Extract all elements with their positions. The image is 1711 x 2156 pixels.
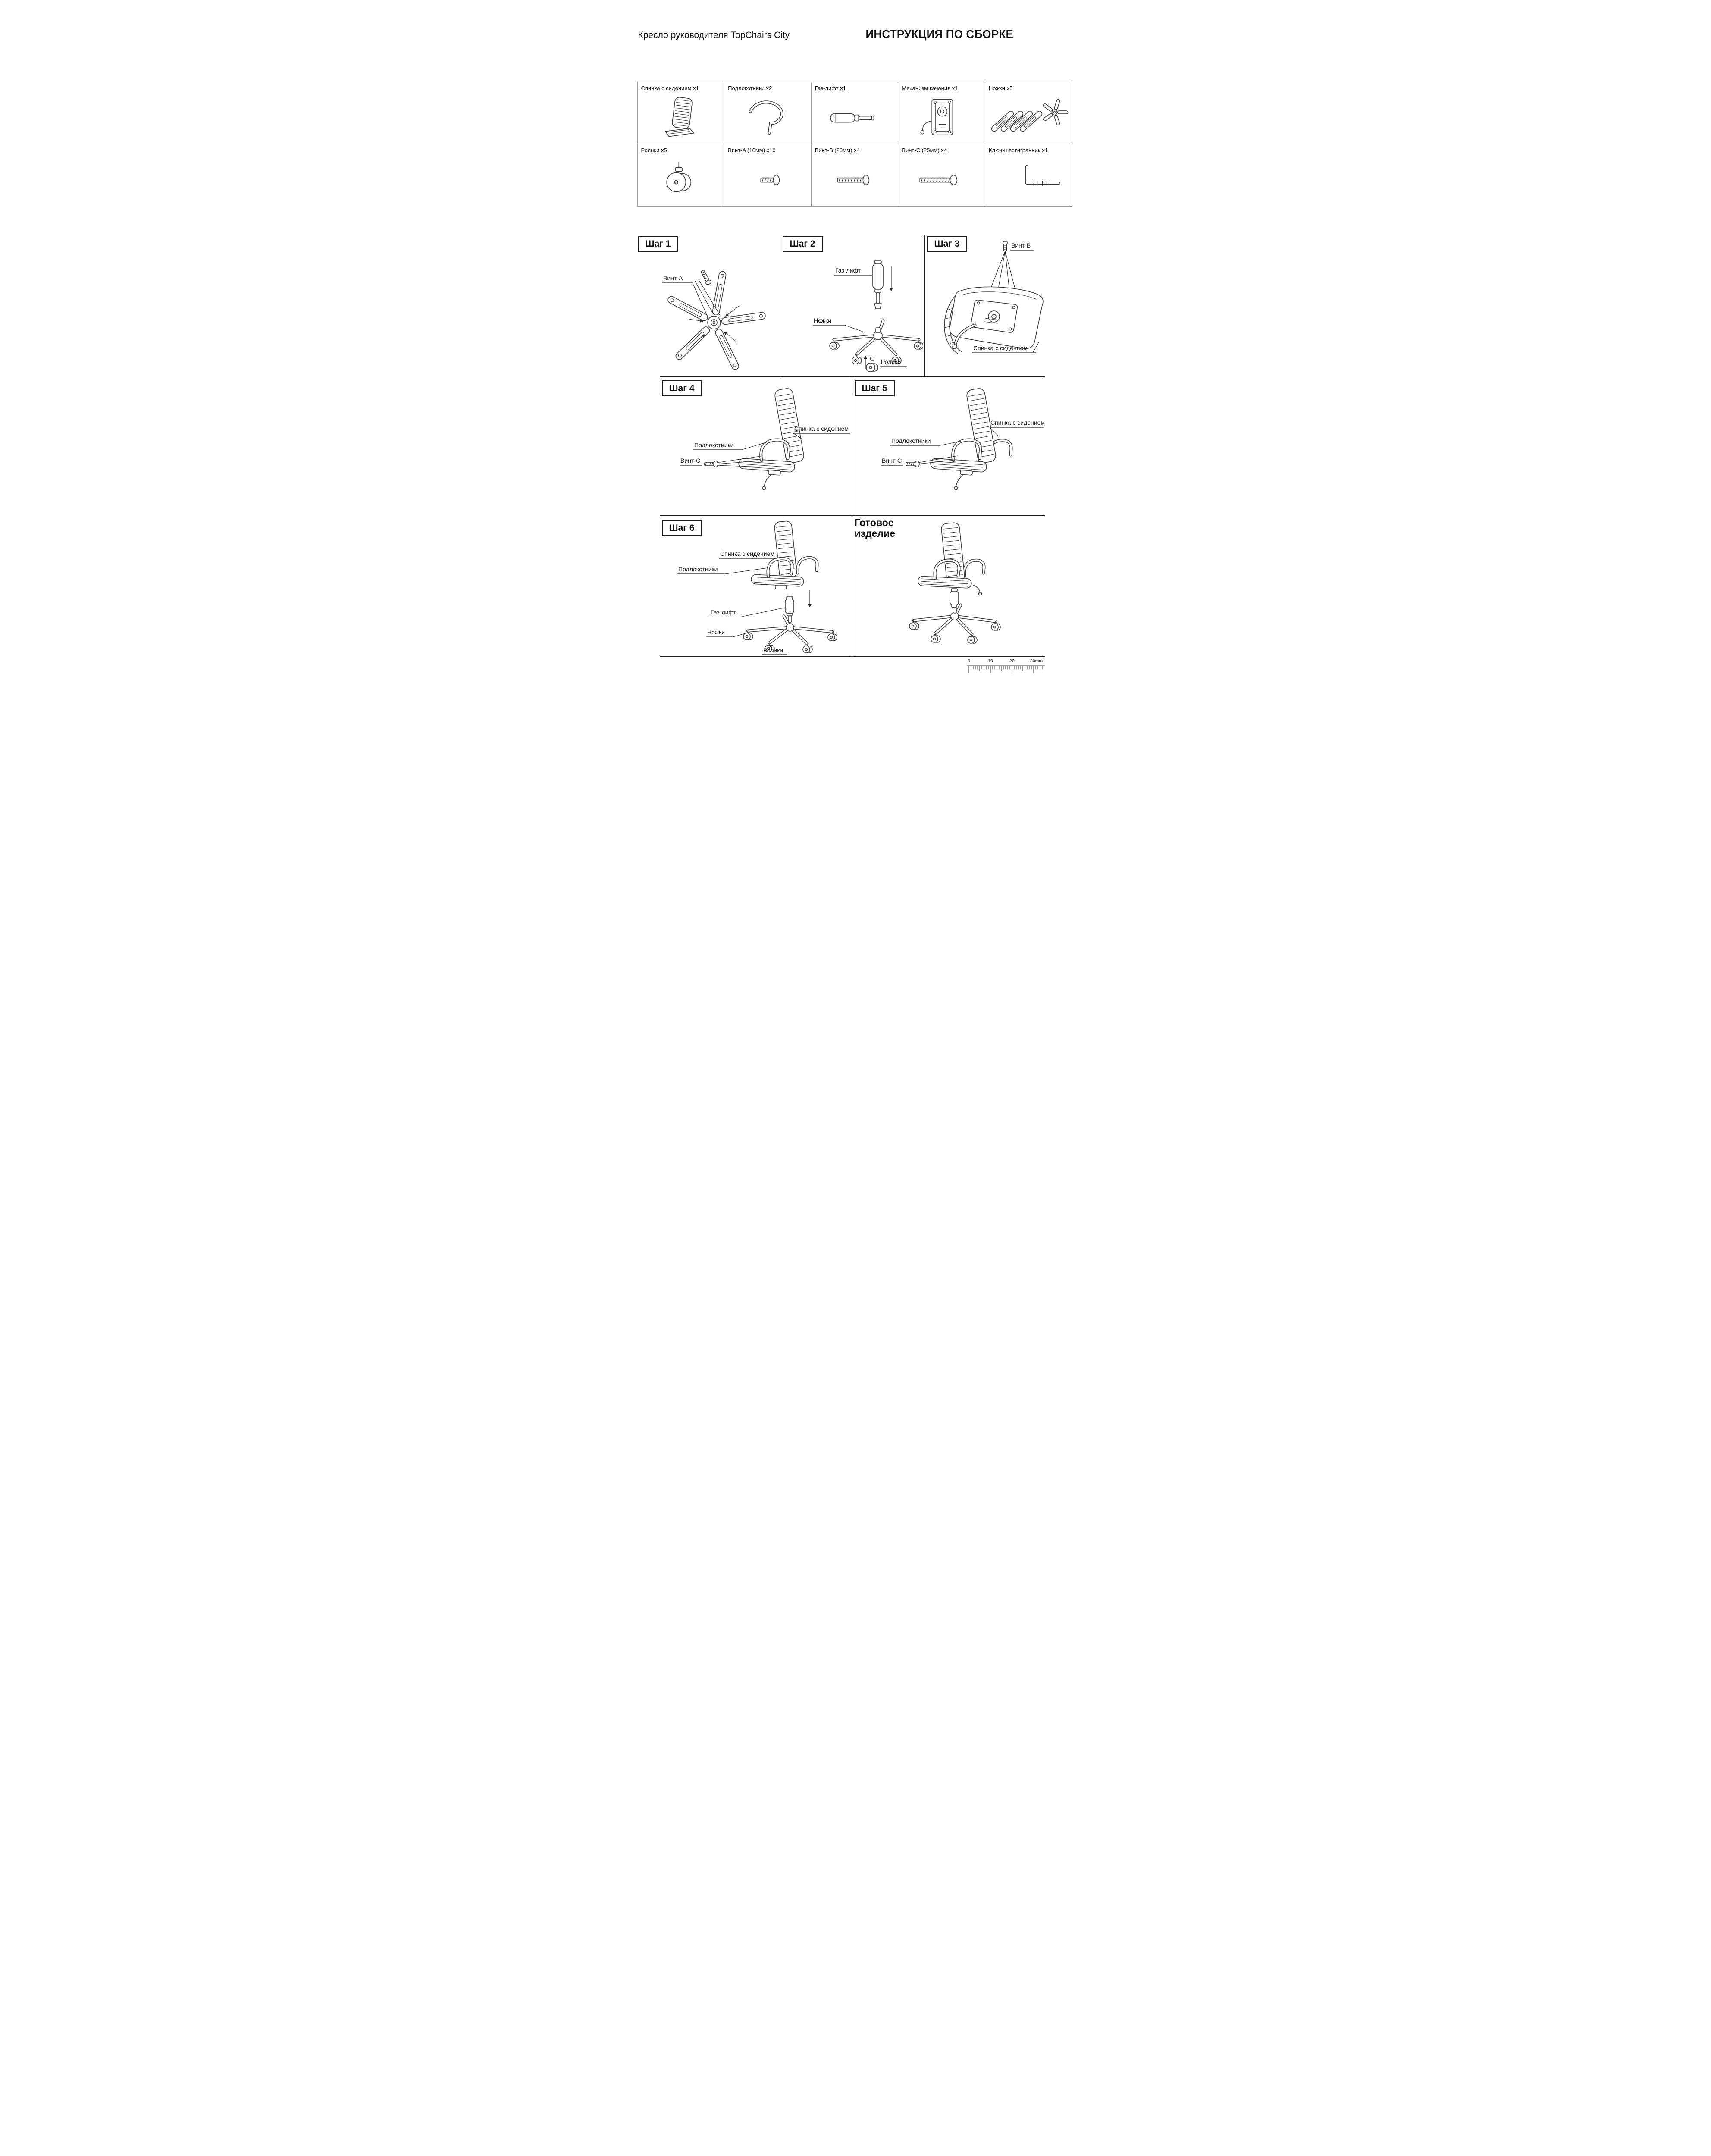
screw-b-icon <box>837 175 869 185</box>
ruler-tick-0: 0 <box>968 658 970 664</box>
chair-side-glyph <box>738 388 804 490</box>
base-glyph <box>829 319 923 364</box>
callout-legs: Ножки <box>707 629 725 636</box>
callout-screw-c: Винт-C <box>882 457 902 464</box>
part-label: Ролики x5 <box>641 147 667 154</box>
legs-icon <box>991 99 1069 132</box>
screw-a-glyph <box>700 270 711 285</box>
part-label: Винт-A (10мм) x10 <box>728 147 776 154</box>
backrest-seat-icon <box>664 97 694 137</box>
step5-illustration: Спинка с сидением Подлокотники Винт-C <box>881 388 1045 490</box>
mechanism-glyph <box>952 300 1018 349</box>
callout-casters: Ролики <box>881 358 901 365</box>
part-label: Спинка с сидением x1 <box>641 85 699 91</box>
tilt-mechanism-icon <box>920 99 953 135</box>
callout-seat: Спинка с сидением <box>990 419 1045 426</box>
callout-gas-lift: Газ-лифт <box>711 609 736 616</box>
gas-lift-glyph <box>949 588 959 614</box>
step1-illustration: Винт-A <box>662 270 766 370</box>
step6-illustration: Спинка с сидением Подлокотники Газ-лифт … <box>677 520 837 655</box>
callout-armrests: Подлокотники <box>678 566 718 573</box>
part-cell-gas-lift: Газ-лифт x1 <box>811 82 899 144</box>
screw-b-glyph <box>1002 241 1008 251</box>
step5-title: Шаг 5 <box>854 380 895 396</box>
part-cell-backrest: Спинка с сидением x1 <box>637 82 725 144</box>
step2-title: Шаг 2 <box>782 236 823 252</box>
legs-star <box>667 271 766 370</box>
part-cell-casters: Ролики x5 <box>637 144 725 207</box>
instruction-sheet: Кресло руководителя TopChairs City ИНСТР… <box>613 0 1098 685</box>
callout-screw-a: Винт-A <box>663 275 683 282</box>
gas-lift-glyph <box>872 260 884 309</box>
callout-screw-b: Винт-B <box>1011 242 1031 249</box>
part-label: Ножки x5 <box>988 85 1013 91</box>
caster-glyph <box>865 357 878 372</box>
page-title: ИНСТРУКЦИЯ ПО СБОРКЕ <box>865 28 1013 41</box>
gas-lift-icon <box>830 113 874 123</box>
chair-upper-glyph <box>750 520 819 589</box>
assembled-chair-glyph <box>909 522 1001 644</box>
callout-seat: Спинка с сидением <box>973 345 1028 351</box>
screw-c-icon <box>919 175 958 185</box>
ruler-tick-30: 30mm <box>1030 658 1043 664</box>
step1-title: Шаг 1 <box>638 236 678 252</box>
part-cell-screw-b: Винт-B (20мм) x4 <box>811 144 899 207</box>
ruler-tick-20: 20 <box>1009 658 1015 664</box>
divider <box>924 235 925 376</box>
screw-a-icon <box>760 175 780 185</box>
step4-illustration: Спинка с сидением Подлокотники Винт-C <box>679 388 850 490</box>
part-cell-screw-c: Винт-C (25мм) x4 <box>898 144 985 207</box>
callout-legs: Ножки <box>814 317 831 324</box>
caster-icon <box>666 162 691 192</box>
part-cell-mechanism: Механизм качания x1 <box>898 82 985 144</box>
product-name: Кресло руководителя TopChairs City <box>638 30 790 40</box>
callout-armrests: Подлокотники <box>891 437 931 444</box>
callout-casters: Ролики <box>763 647 783 654</box>
screw-c-glyph <box>905 461 920 467</box>
callout-screw-c: Винт-C <box>680 457 700 464</box>
final-product-title: Готовое изделие <box>854 517 896 539</box>
scale-ruler: 0 10 20 30mm <box>966 658 1045 673</box>
callout-gas-lift: Газ-лифт <box>835 267 861 274</box>
divider <box>659 656 1045 657</box>
callout-armrests: Подлокотники <box>694 442 734 448</box>
part-label: Подлокотники x2 <box>728 85 772 91</box>
callout-seat: Спинка с сидением <box>794 425 849 432</box>
ruler-tick-10: 10 <box>988 658 993 664</box>
step2-illustration: Газ-лифт Ножки <box>812 260 923 372</box>
part-label: Газ-лифт x1 <box>815 85 846 91</box>
base-glyph <box>909 603 1001 644</box>
gas-lift-glyph <box>784 596 794 623</box>
final-product-illustration <box>909 522 1001 644</box>
part-cell-hex-key: Ключ-шестигранник x1 <box>985 144 1072 207</box>
part-label: Винт-C (25мм) x4 <box>902 147 947 154</box>
hex-key-icon <box>1025 165 1060 186</box>
part-label: Ключ-шестигранник x1 <box>988 147 1048 154</box>
step3-title: Шаг 3 <box>927 236 967 252</box>
step3-illustration: Винт-B Спинка с сидением <box>943 241 1044 354</box>
chair-side-glyph <box>930 388 1013 490</box>
armrest-icon <box>749 100 783 135</box>
step4-title: Шаг 4 <box>661 380 702 396</box>
part-label: Механизм качания x1 <box>902 85 958 91</box>
part-cell-armrests: Подлокотники x2 <box>724 82 812 144</box>
part-cell-screw-a: Винт-A (10мм) x10 <box>724 144 812 207</box>
part-cell-legs: Ножки x5 <box>985 82 1072 144</box>
parts-table: Спинка с сидением x1 Подлокотники x2 Газ… <box>637 82 1072 207</box>
screw-c-glyph <box>704 461 718 467</box>
step6-title: Шаг 6 <box>661 520 702 536</box>
callout-seat: Спинка с сидением <box>720 550 774 557</box>
part-label: Винт-B (20мм) x4 <box>815 147 860 154</box>
